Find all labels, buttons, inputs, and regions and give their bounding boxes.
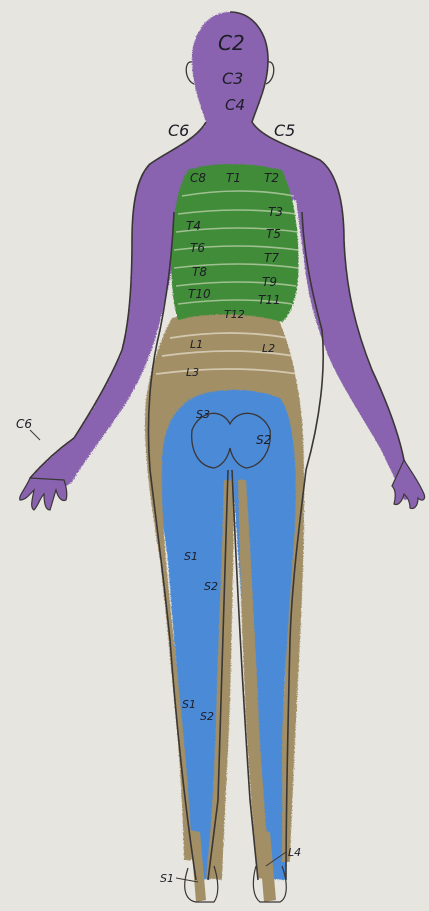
label-t8: T8	[192, 265, 207, 279]
label-c6-hand: C6	[16, 417, 32, 431]
left-hand	[20, 478, 67, 510]
label-c3: C3	[222, 69, 243, 88]
label-t4: T4	[186, 219, 201, 233]
label-c6: C6	[168, 121, 189, 140]
label-t3: T3	[268, 205, 283, 219]
label-l4-foot: L4	[288, 846, 301, 859]
label-t10: T10	[188, 287, 211, 301]
label-t11: T11	[258, 293, 281, 307]
label-s1-calf: S1	[182, 698, 196, 711]
label-t9: T9	[262, 275, 277, 289]
label-t1: T1	[226, 171, 241, 185]
pointer-c6-hand	[30, 430, 40, 440]
label-t7: T7	[264, 251, 279, 265]
label-s3: S3	[196, 408, 210, 421]
label-s2-calf: S2	[200, 710, 214, 723]
label-t5: T5	[266, 227, 281, 241]
label-s2-leg: S2	[204, 580, 218, 593]
label-s1-leg: S1	[184, 550, 198, 563]
label-c4: C4	[225, 96, 245, 114]
label-c8: C8	[190, 171, 206, 185]
label-t2: T2	[264, 171, 279, 185]
label-l3: L3	[186, 366, 199, 379]
label-t12: T12	[224, 308, 245, 321]
label-s1-foot: S1	[160, 872, 174, 885]
label-c5: C5	[274, 121, 295, 140]
label-c2: C2	[218, 31, 245, 55]
label-t6: T6	[190, 241, 205, 255]
label-l1: L1	[190, 338, 203, 351]
label-l2: L2	[262, 342, 275, 355]
label-s2: S2	[256, 433, 271, 447]
